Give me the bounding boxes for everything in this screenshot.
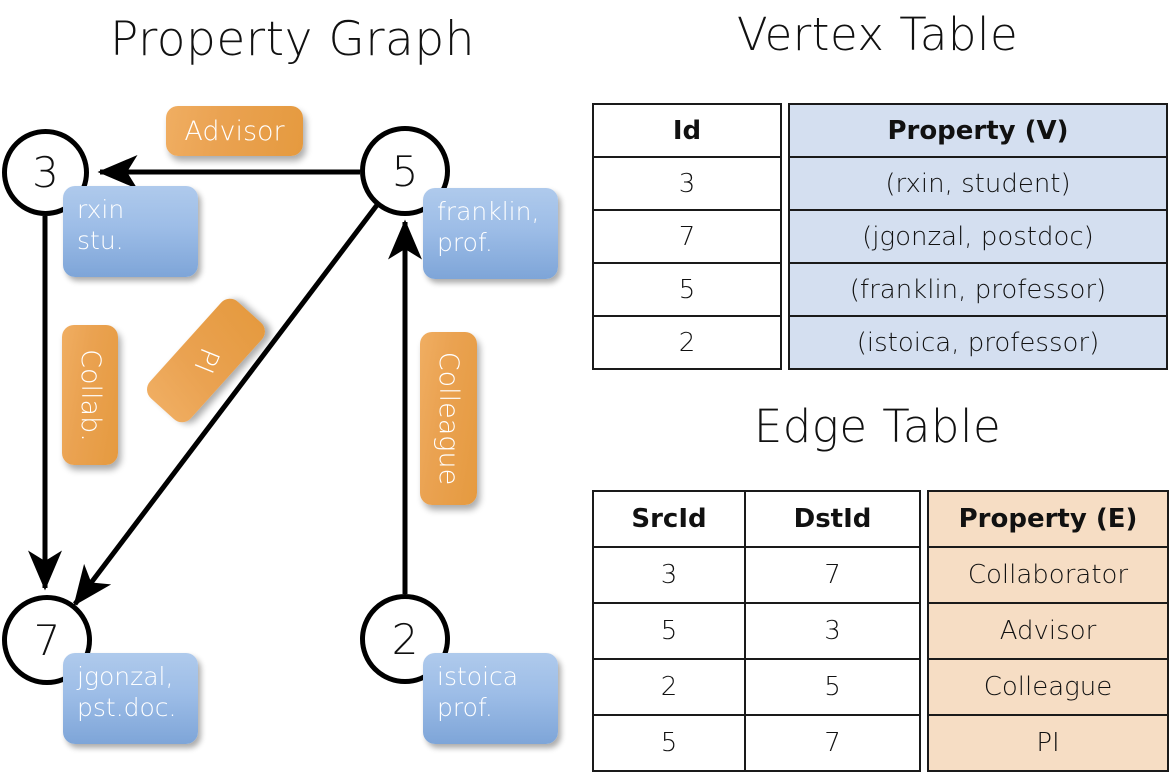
edge-header-property: Property (E) <box>927 490 1169 548</box>
table-row[interactable]: 7 (jgonzal, postdoc) <box>592 209 1168 264</box>
table-row[interactable]: 3 (rxin, student) <box>592 156 1168 211</box>
node-property-box-2: istoica prof. <box>423 653 558 744</box>
vertex-table-header-row: Id Property (V) <box>592 103 1168 158</box>
edge-table-column-gap <box>920 491 928 547</box>
graph-node-5-label: 5 <box>391 146 419 196</box>
edge-label-collab-text: Collab. <box>74 348 106 442</box>
vertex-table-column-gap <box>781 104 789 157</box>
edge-5-to-7 <box>73 203 379 606</box>
vertex-cell-property: (rxin, student) <box>788 156 1168 211</box>
edge-table-column-gap <box>920 659 928 715</box>
table-row[interactable]: 5 (franklin, professor) <box>592 262 1168 317</box>
vertex-header-id: Id <box>592 103 782 158</box>
edge-label-advisor: Advisor <box>166 106 303 156</box>
node-property-3-line1: rxin <box>77 195 125 224</box>
node-property-5-line1: franklin, <box>437 197 540 226</box>
vertex-table-column-gap <box>781 263 789 316</box>
edge-table-header-row: SrcId DstId Property (E) <box>592 490 1169 548</box>
vertex-table-column-gap <box>781 157 789 210</box>
vertex-cell-id: 3 <box>592 156 782 211</box>
node-property-box-3: rxin stu. <box>63 186 198 277</box>
edge-label-colleague: Colleague <box>420 332 477 505</box>
graph-node-7-label: 7 <box>33 615 61 665</box>
graph-node-2[interactable]: 2 <box>360 594 450 684</box>
edge-table-column-gap <box>920 603 928 659</box>
edge-table-title: Edge Table <box>753 400 1002 453</box>
edge-cell-property: Collaborator <box>927 546 1169 604</box>
edge-table-column-gap <box>920 547 928 603</box>
vertex-cell-id: 5 <box>592 262 782 317</box>
node-property-7-line1: jgonzal, <box>77 662 174 691</box>
node-property-box-7: jgonzal, pst.doc. <box>63 653 198 744</box>
edge-label-colleague-text: Colleague <box>433 351 464 486</box>
node-property-box-5: franklin, prof. <box>423 188 558 279</box>
property-graph-title: Property Graph <box>110 12 475 67</box>
edge-cell-property: Advisor <box>927 602 1169 660</box>
edge-cell-srcid: 5 <box>592 714 746 772</box>
vertex-cell-id: 2 <box>592 315 782 370</box>
edge-cell-property: Colleague <box>927 658 1169 716</box>
edge-cell-property: PI <box>927 714 1169 772</box>
edge-cell-dstid: 7 <box>744 546 921 604</box>
vertex-header-property: Property (V) <box>788 103 1168 158</box>
vertex-cell-property: (jgonzal, postdoc) <box>788 209 1168 264</box>
vertex-table-column-gap <box>781 210 789 263</box>
node-property-7-line2: pst.doc. <box>77 693 177 723</box>
vertex-cell-property: (istoica, professor) <box>788 315 1168 370</box>
edge-header-srcid: SrcId <box>592 490 746 548</box>
edge-header-dstid: DstId <box>744 490 921 548</box>
graph-node-2-label: 2 <box>391 614 419 664</box>
vertex-table-column-gap <box>781 316 789 369</box>
vertex-table: Id Property (V) 3 (rxin, student) 7 (jgo… <box>592 103 1168 370</box>
table-row[interactable]: 2 5 Colleague <box>592 658 1169 716</box>
node-property-5-line2: prof. <box>437 228 493 258</box>
edge-table: SrcId DstId Property (E) 3 7 Collaborato… <box>592 490 1169 772</box>
table-row[interactable]: 5 3 Advisor <box>592 602 1169 660</box>
graph-edges-svg <box>28 155 422 606</box>
node-property-2-line1: istoica <box>437 662 519 691</box>
edge-cell-srcid: 2 <box>592 658 746 716</box>
vertex-table-title: Vertex Table <box>736 8 1019 61</box>
graph-node-5[interactable]: 5 <box>360 126 450 216</box>
edge-label-collab: Collab. <box>62 325 118 465</box>
node-property-3-line2: stu. <box>77 226 124 256</box>
table-row[interactable]: 2 (istoica, professor) <box>592 315 1168 370</box>
edge-cell-dstid: 5 <box>744 658 921 716</box>
edge-cell-dstid: 7 <box>744 714 921 772</box>
edge-cell-srcid: 5 <box>592 602 746 660</box>
edge-label-advisor-text: Advisor <box>184 115 285 147</box>
table-row[interactable]: 3 7 Collaborator <box>592 546 1169 604</box>
node-property-2-line2: prof. <box>437 693 493 723</box>
vertex-cell-property: (franklin, professor) <box>788 262 1168 317</box>
edge-label-pi-text: PI <box>187 343 225 378</box>
vertex-cell-id: 7 <box>592 209 782 264</box>
edge-cell-srcid: 3 <box>592 546 746 604</box>
table-row[interactable]: 5 7 PI <box>592 714 1169 772</box>
edge-cell-dstid: 3 <box>744 602 921 660</box>
property-graph-diagram: 3 5 7 2 rxin stu. franklin, prof. jgonza… <box>0 0 585 760</box>
graph-node-3-label: 3 <box>32 148 59 197</box>
edge-table-column-gap <box>920 715 928 771</box>
